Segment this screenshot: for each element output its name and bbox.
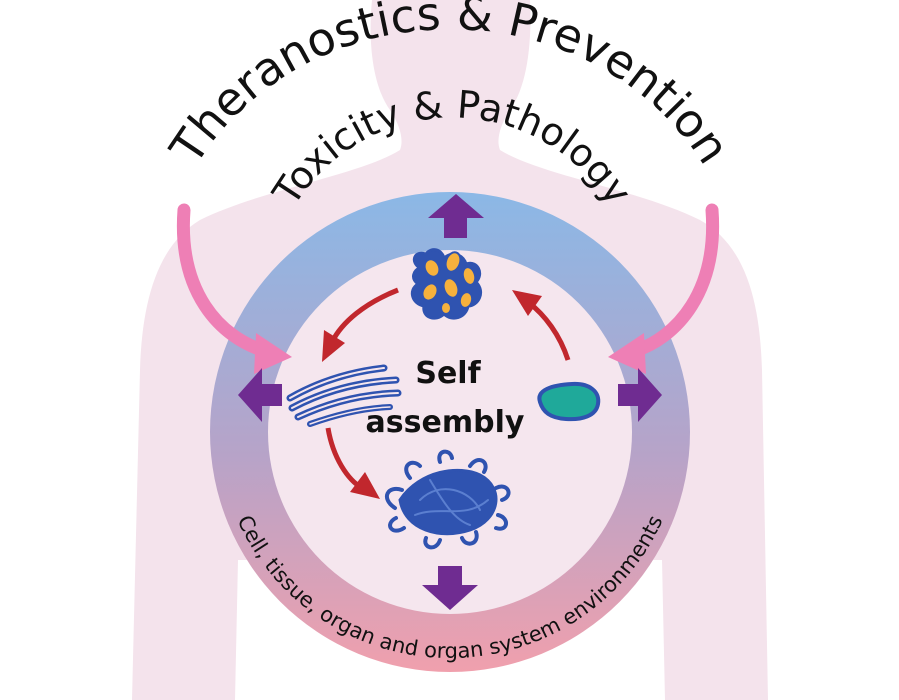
red-arrow-aggregate-to-fibrils: [322, 287, 399, 362]
environment-ring: [210, 192, 690, 672]
ring-inner-disc: [268, 250, 632, 614]
monomer-icon: [537, 381, 601, 422]
purple-arrow-right: [618, 368, 662, 422]
purple-arrow-up: [428, 194, 484, 238]
purple-arrow-down: [422, 566, 478, 610]
pink-arrow-right: [608, 203, 720, 374]
red-cycle-arrows: [322, 287, 571, 499]
purple-arrows: [238, 194, 662, 610]
pink-arrows: [176, 203, 720, 374]
red-arrow-monomer-to-aggregate: [512, 290, 571, 361]
center-label-line2: assembly: [366, 405, 525, 440]
purple-arrow-left: [238, 368, 282, 422]
amyloid-aggregate-icon: [410, 248, 482, 320]
fibril-bundle-icon: [286, 364, 402, 427]
center-label-line1: Self: [415, 356, 481, 391]
fibril-network-icon: [384, 449, 511, 550]
red-arrow-fibrils-to-network: [325, 427, 380, 499]
pink-arrow-left: [176, 203, 292, 374]
